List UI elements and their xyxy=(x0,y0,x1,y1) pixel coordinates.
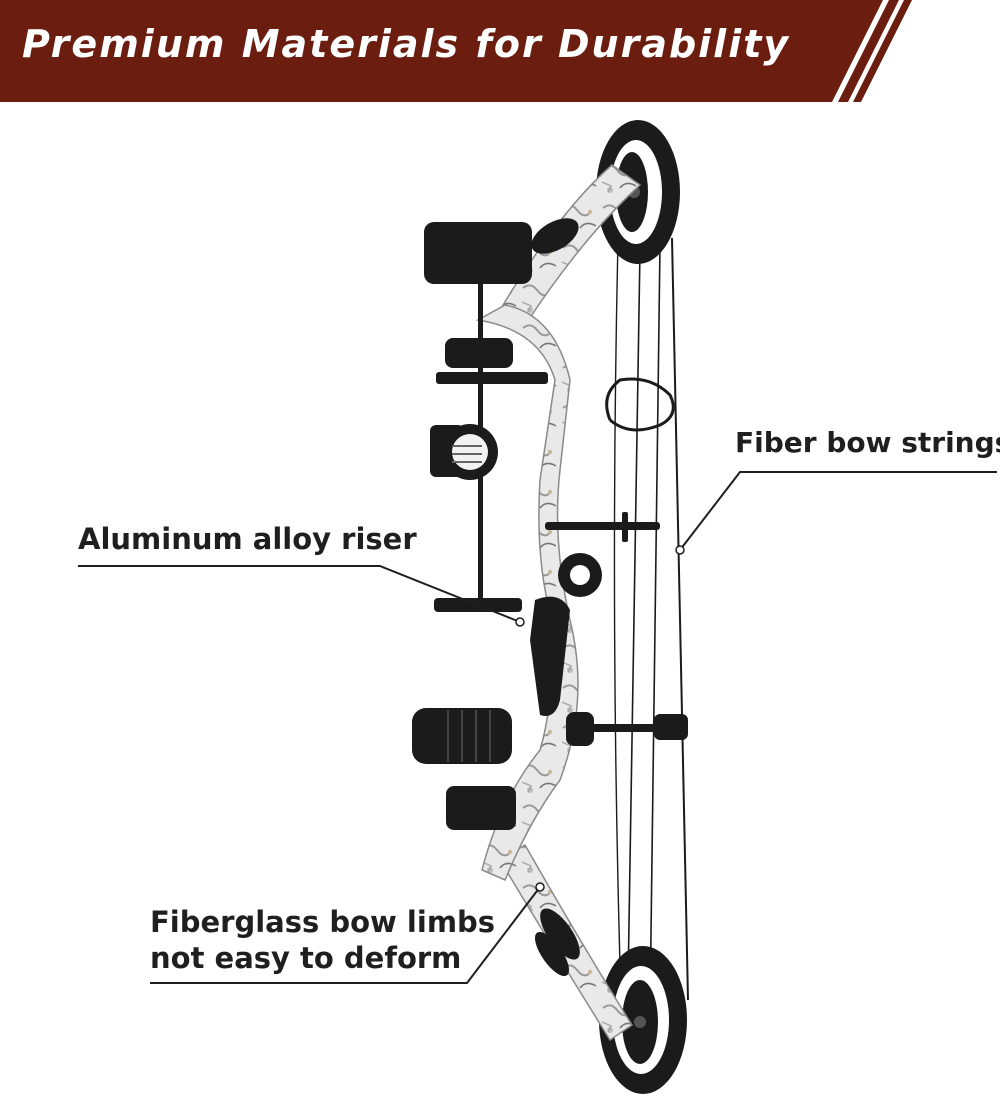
leader-lines xyxy=(78,471,997,984)
callout-limbs-line-2: not easy to deform xyxy=(150,941,462,975)
leader-line-limbs xyxy=(150,886,541,984)
riser xyxy=(475,304,579,881)
banner-stripe xyxy=(853,0,912,102)
bow-sight xyxy=(430,424,498,480)
leader-line-strings xyxy=(679,471,997,551)
limb-pocket-upper xyxy=(436,218,579,384)
banner-background xyxy=(0,0,883,102)
stabilizer xyxy=(412,708,688,764)
header-banner xyxy=(0,0,912,102)
grip xyxy=(530,596,570,716)
bow-strings xyxy=(605,237,689,1011)
arrow-rest xyxy=(545,512,660,597)
leader-line-riser xyxy=(78,565,521,623)
leader-dots xyxy=(515,545,685,892)
banner-title: Premium Materials for Durability xyxy=(22,22,791,66)
bottom-cam xyxy=(599,946,687,1094)
callout-fiber-bow-strings: Fiber bow strings xyxy=(735,426,1000,459)
banner-stripe xyxy=(838,0,899,102)
quiver xyxy=(424,222,532,612)
limb-pocket-lower xyxy=(446,786,580,977)
top-cam xyxy=(596,120,680,264)
callout-aluminum-riser: Aluminum alloy riser xyxy=(78,522,417,556)
callout-limbs-line-1: Fiberglass bow limbs xyxy=(150,905,496,939)
callout-fiberglass-limbs: Fiberglass bow limbs not easy to deform xyxy=(150,904,495,976)
